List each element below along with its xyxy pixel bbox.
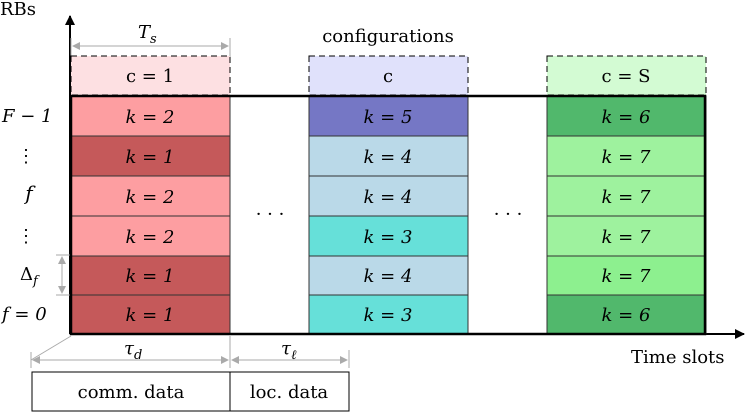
y-axis-label: RBs: [0, 0, 36, 20]
y-tick-vdots-2: ⋮: [17, 226, 35, 247]
tau-d-label: τd: [124, 338, 142, 363]
cell-label: k = 1: [126, 266, 175, 287]
cell: [546, 215, 707, 257]
cell-label: k = 7: [602, 227, 651, 248]
tau-tick-left: [30, 335, 72, 361]
cell: [546, 255, 707, 296]
cell: [546, 175, 707, 217]
column-header-1-box: [70, 55, 231, 96]
cell-label: k = 7: [602, 187, 651, 208]
cell-label: k = 7: [602, 266, 651, 287]
cell: [70, 215, 231, 257]
cell: [308, 255, 469, 296]
comm-data-label: comm. data: [78, 382, 185, 403]
loc-data-label: loc. data: [250, 382, 329, 403]
cell: [70, 294, 231, 335]
y-tick-f-zero: f = 0: [0, 304, 47, 325]
cell-label: k = 7: [602, 147, 651, 168]
cell-label: k = 4: [364, 187, 413, 208]
column-header-c-box: [308, 55, 469, 96]
y-tick-f-minus-1: F − 1: [1, 106, 52, 127]
column-c-cells: k = 5 k = 4 k = 4 k = 3 k = 4 k = 3: [308, 95, 469, 335]
cell-label: k = 4: [364, 266, 413, 287]
y-tick-delta-f: Δf: [20, 264, 40, 289]
column-header-1: c = 1: [70, 55, 231, 96]
column-header-c: c: [308, 55, 469, 96]
configurations-label: configurations: [322, 26, 454, 47]
cell: [308, 175, 469, 217]
ts-label: Ts: [138, 22, 157, 47]
cell: [308, 294, 469, 335]
cell-label: k = 4: [364, 147, 413, 168]
comm-data-box-frame: [31, 371, 231, 412]
loc-data-box: loc. data: [229, 371, 350, 412]
column-s-cells: k = 6 k = 7 k = 7 k = 7 k = 7 k = 6: [546, 95, 707, 335]
column-header-1-label: c = 1: [126, 66, 174, 87]
cell-label: k = 1: [126, 147, 175, 168]
cell-label: k = 6: [602, 305, 651, 326]
y-tick-vdots-1: ⋮: [17, 146, 35, 167]
tau-l-label: τℓ: [281, 338, 297, 363]
ellipsis-left: · · ·: [256, 204, 285, 225]
ellipsis-right: · · ·: [494, 204, 523, 225]
cell-label: k = 3: [364, 227, 413, 248]
cell-label: k = 5: [364, 107, 413, 128]
loc-data-box-frame: [229, 371, 350, 412]
cell: [308, 135, 469, 177]
y-tick-f: f: [23, 181, 36, 205]
column-header-c-label: c: [383, 66, 393, 87]
cell-label: k = 2: [126, 187, 175, 208]
cell-label: k = 3: [364, 305, 413, 326]
comm-data-box: comm. data: [31, 371, 231, 412]
cell-label: k = 2: [126, 107, 175, 128]
cell-label: k = 1: [126, 305, 175, 326]
cell: [70, 255, 231, 296]
column-header-s-label: c = S: [602, 66, 651, 87]
cell-label: k = 2: [126, 227, 175, 248]
resource-grid-frame: [69, 94, 707, 336]
cell-label: k = 6: [602, 107, 651, 128]
column-1-cells: k = 2 k = 1 k = 2 k = 2 k = 1 k = 1: [70, 95, 231, 335]
column-header-s-box: [546, 55, 707, 96]
column-header-s: c = S: [546, 55, 707, 96]
x-axis-label: Time slots: [631, 347, 725, 368]
